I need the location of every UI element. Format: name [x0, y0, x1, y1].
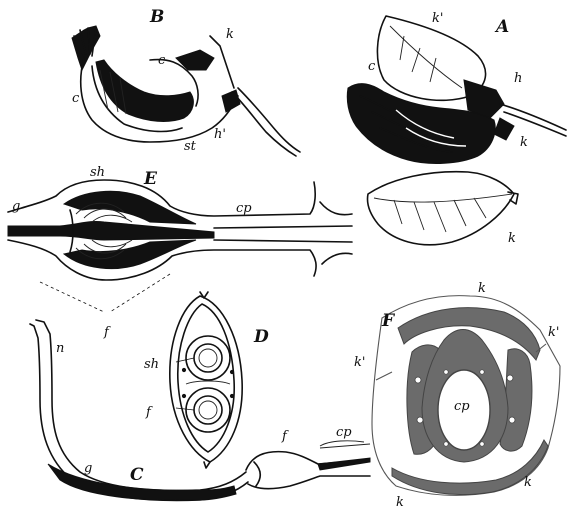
label-f-k-prime-left: k': [354, 355, 365, 370]
label-d-f: f: [145, 405, 153, 420]
figure-a-leaf: [367, 172, 518, 245]
label-b: B: [149, 7, 164, 27]
label-f-k-right: k: [524, 475, 532, 490]
figure-d-cross-section: [170, 292, 242, 468]
label-a-h: h: [514, 71, 522, 86]
label-a-k: k: [520, 135, 528, 150]
label-e-g: g: [12, 199, 20, 214]
label-f-k-bottom: k: [396, 495, 404, 510]
label-a-k-prime: k': [432, 11, 443, 26]
label-d-sh: sh: [144, 357, 159, 372]
label-c-g: g: [84, 461, 92, 476]
label-e: E: [143, 169, 158, 189]
label-e-cp: cp: [236, 201, 252, 216]
label-c-n: n: [56, 341, 64, 356]
label-d: D: [253, 327, 269, 347]
label-f-cp: cp: [454, 399, 470, 414]
figure-a-flower: [347, 16, 566, 163]
label-f: F: [381, 311, 396, 331]
label-f-k-top: k: [478, 281, 486, 296]
label-a: A: [494, 17, 509, 37]
label-b-st: st: [184, 139, 197, 154]
label-e-f: f: [103, 325, 111, 340]
label-b-k: k: [226, 27, 234, 42]
label-a-leaf-k: k: [508, 231, 516, 246]
label-f-k-prime-right: k': [548, 325, 559, 340]
label-b-c-outer: c: [72, 91, 80, 106]
figure-e-section: [8, 180, 352, 312]
label-c-f: f: [281, 429, 289, 444]
figure-f-cross-section: [372, 296, 560, 496]
label-b-h-prime: h': [214, 127, 226, 142]
label-c-cp: cp: [336, 425, 352, 440]
label-e-sh: sh: [90, 165, 105, 180]
label-b-c-inner: c: [158, 53, 166, 68]
label-c: C: [130, 465, 144, 485]
label-a-c: c: [368, 59, 376, 74]
figure-b-flower: [72, 26, 300, 156]
